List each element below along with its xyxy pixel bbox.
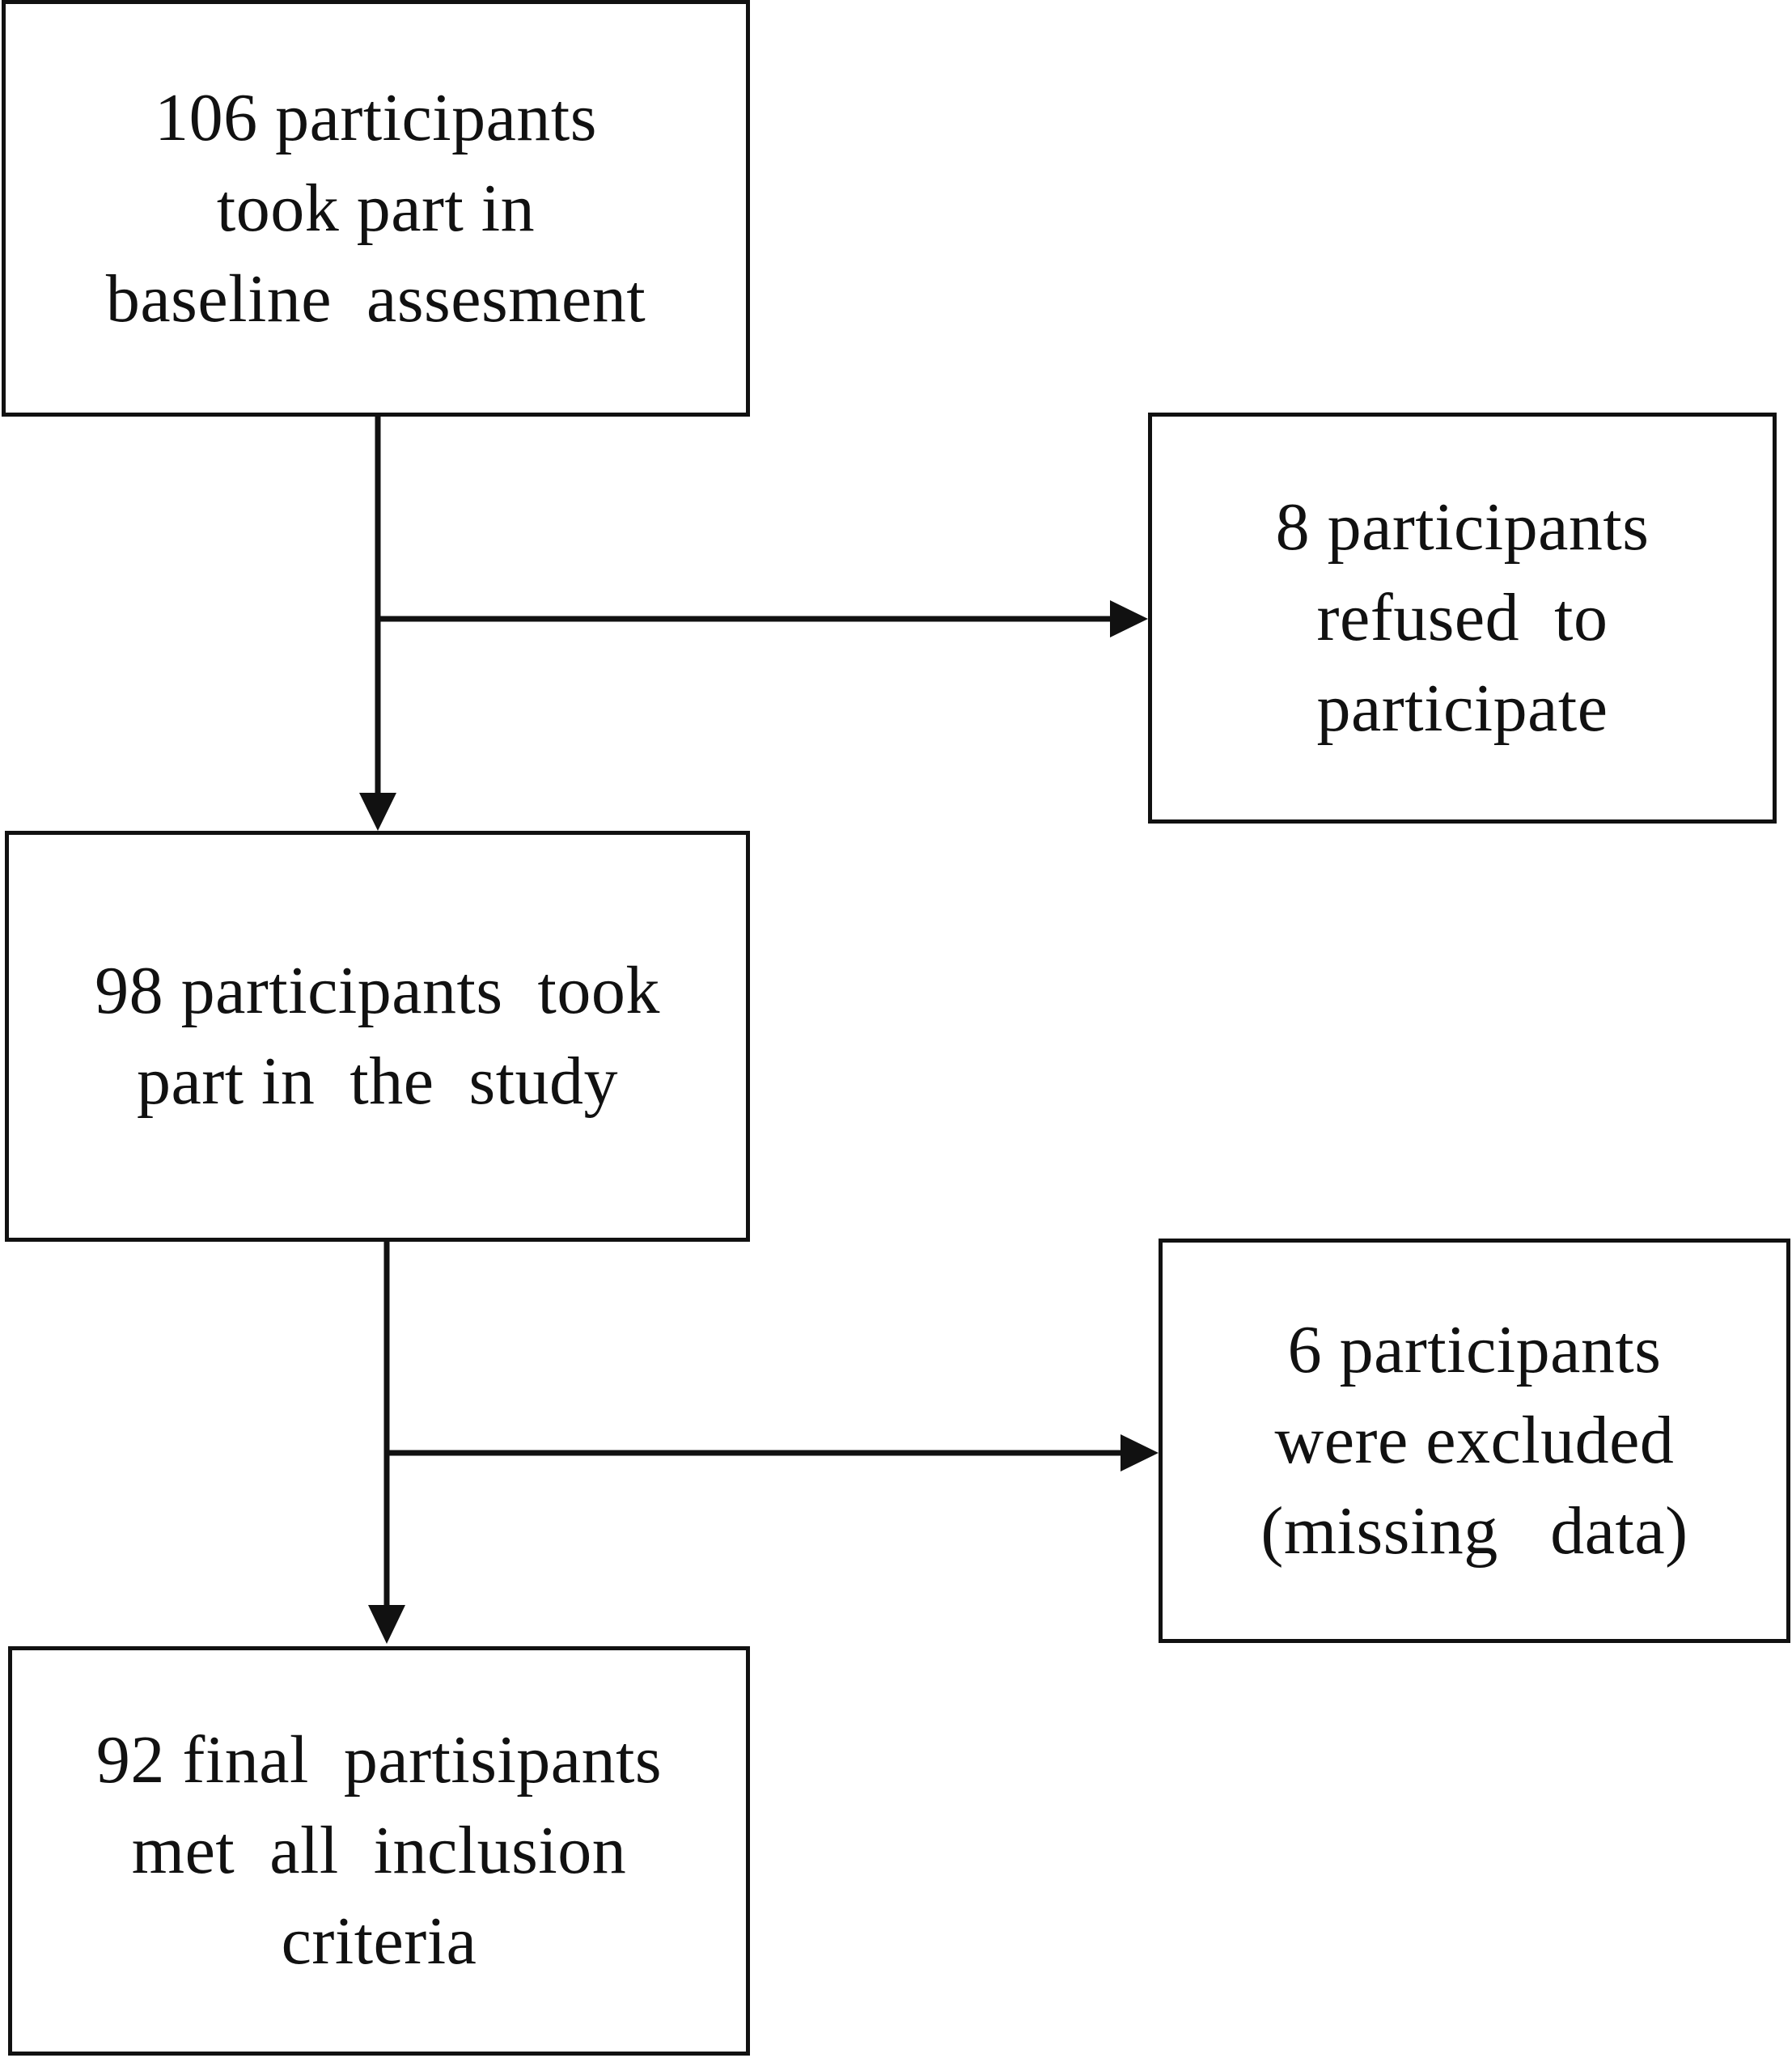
edge-baseline-to-refused-arrowhead [1110,600,1148,637]
box-final-participants: 92 final partisipants met all inclusion … [8,1646,750,2056]
box-text-line: met all inclusion [131,1813,627,1888]
edge-baseline-to-study-arrowhead [359,793,396,831]
box-refused-to-participate: 8 participants refused to participate [1148,413,1777,824]
box-text-line: took part in [216,170,536,246]
box-baseline-assessment: 106 participants took part in baseline a… [2,0,750,417]
box-text-line: (missing data) [1260,1493,1688,1569]
edge-study-to-excluded-arrowhead [1121,1434,1159,1472]
box-text-line: 6 participants [1287,1312,1662,1387]
box-text-line: part in the study [136,1044,619,1119]
edge-study-to-final-arrowhead [368,1605,405,1644]
box-text-line: baseline assesment [105,260,646,337]
box-text-line: were excluded [1274,1403,1675,1478]
box-text-line: 8 participants [1275,489,1650,565]
box-excluded-missing-data: 6 participants were excluded (missing da… [1159,1239,1790,1643]
box-text-line: criteria [281,1903,477,1979]
box-text-line: participate [1316,671,1608,746]
box-text-line: 92 final partisipants [95,1722,663,1798]
box-took-part-in-study: 98 participants took part in the study [5,831,750,1242]
box-text-line: 98 participants took [95,953,660,1028]
box-text-line: 106 participants [155,79,597,155]
box-text-line: refused to [1316,580,1608,655]
